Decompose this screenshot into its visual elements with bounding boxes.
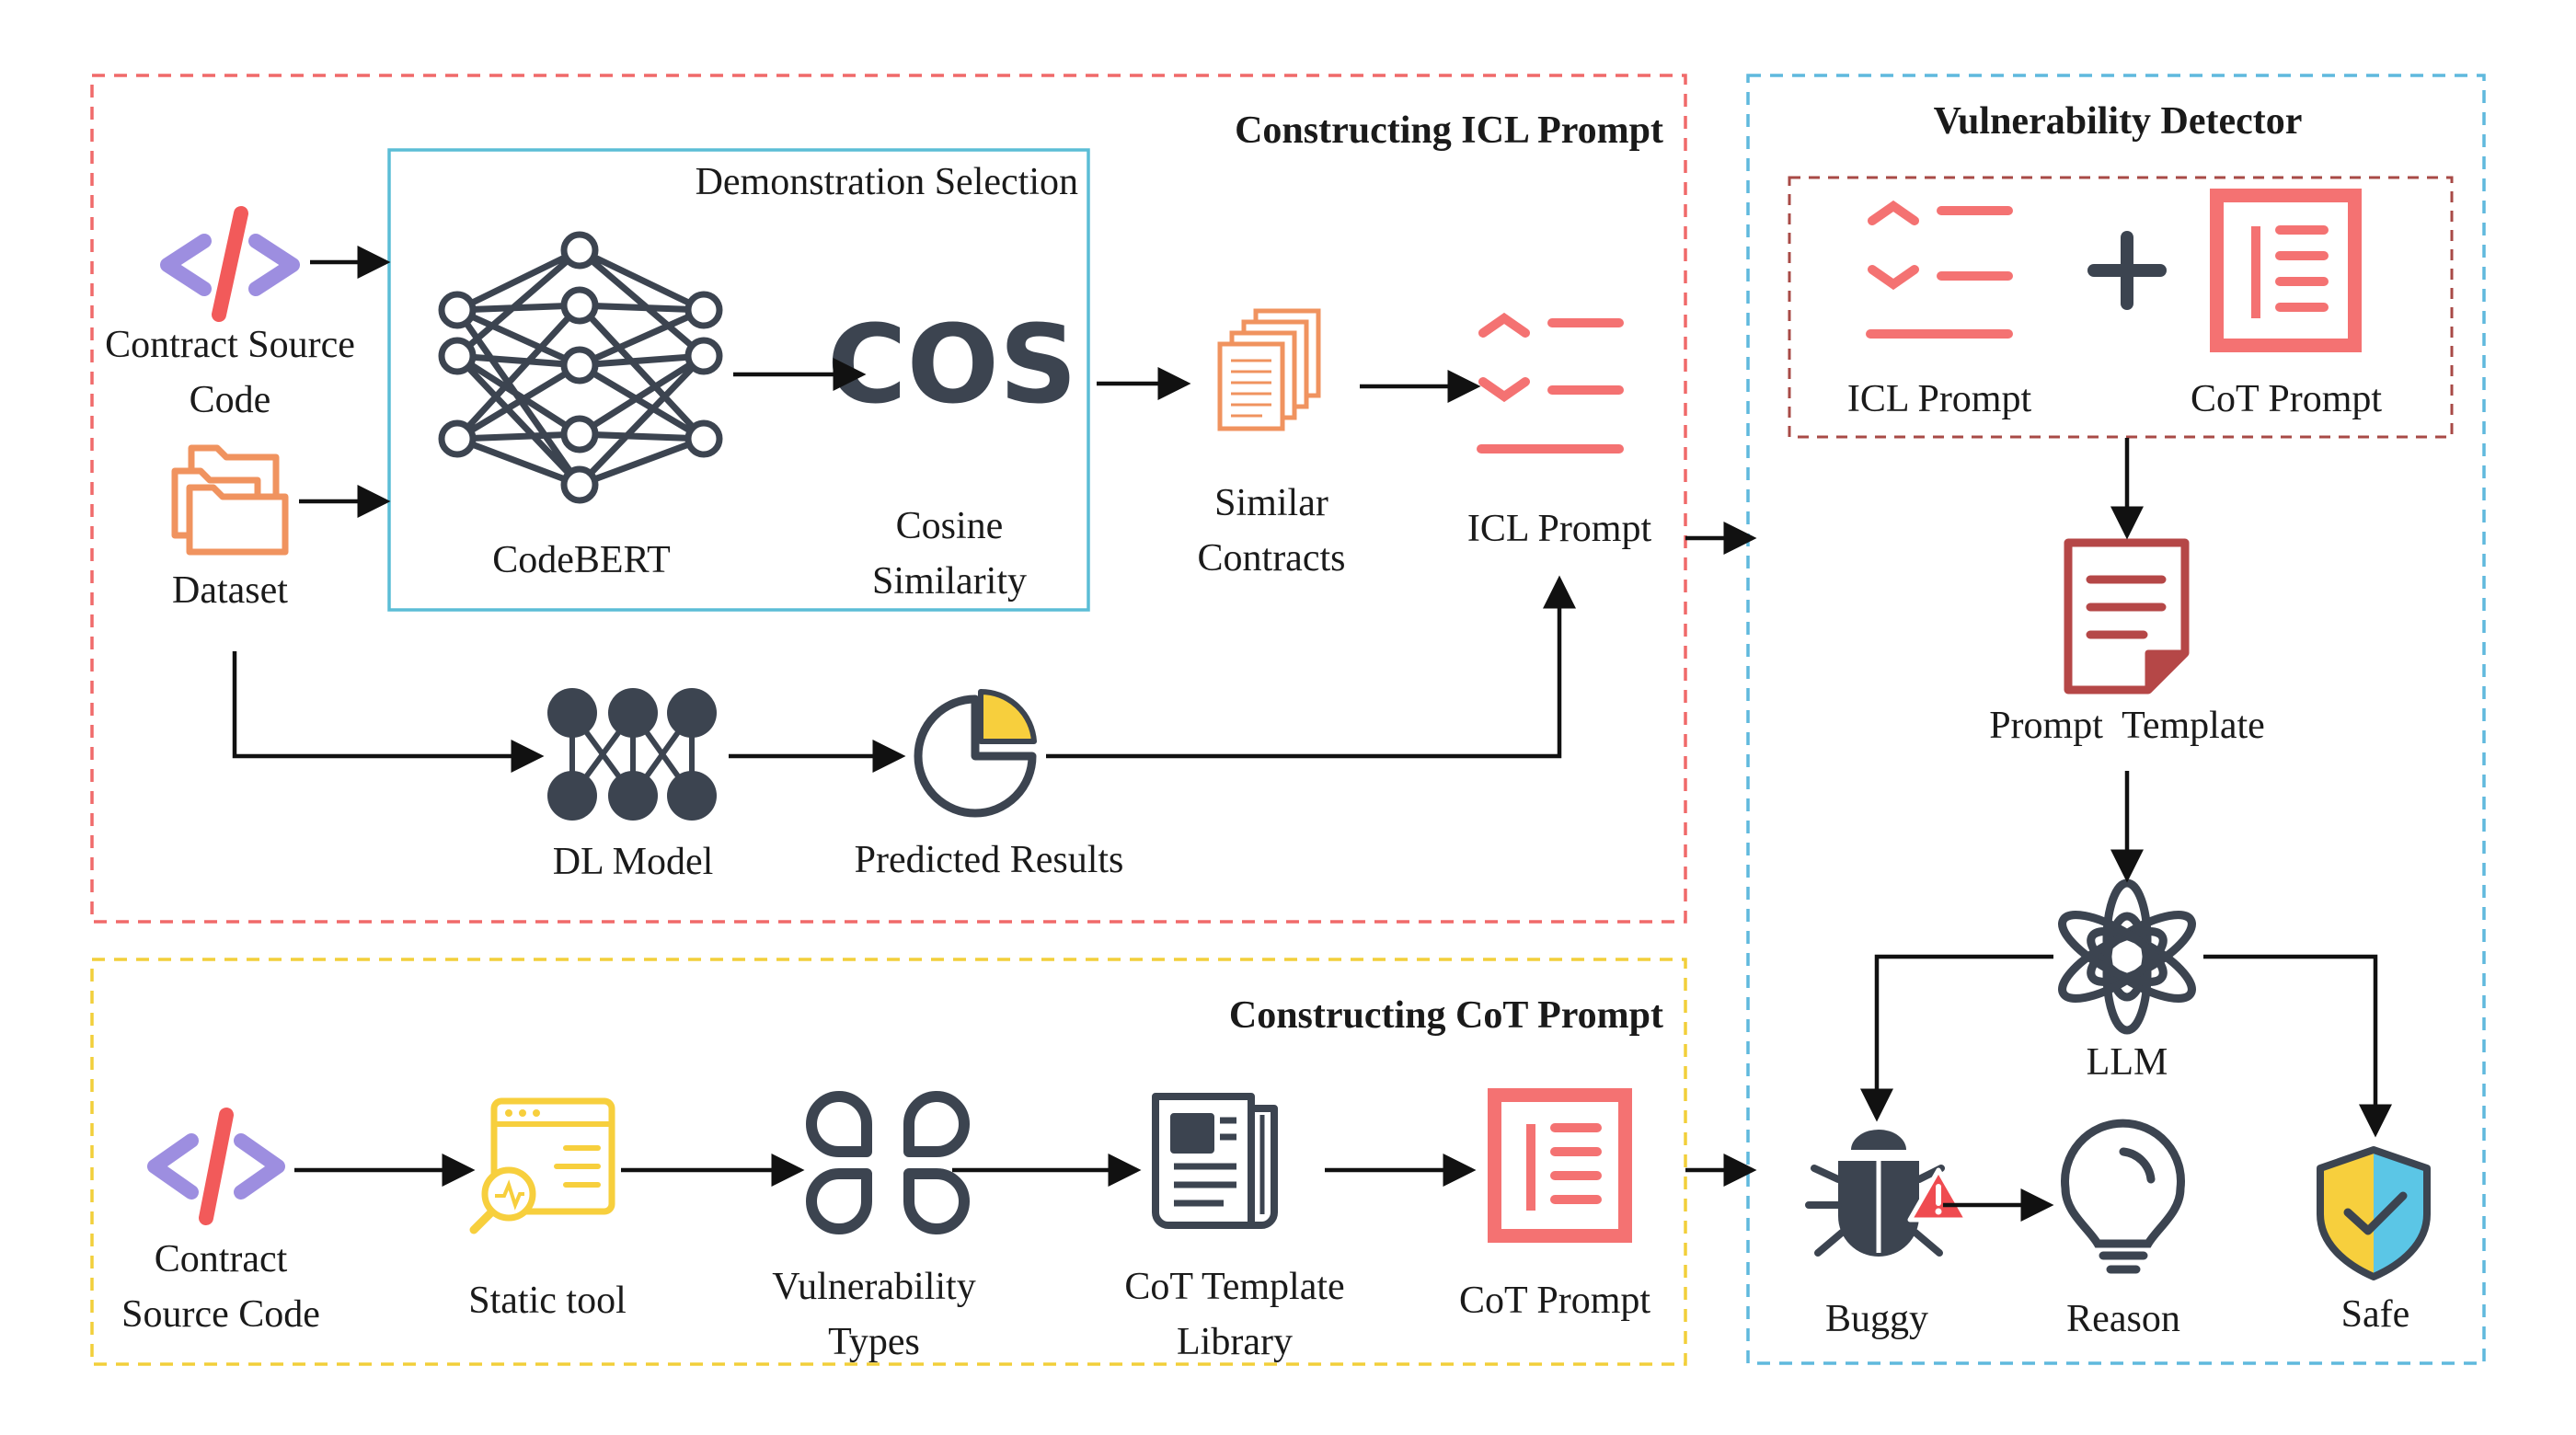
contract-source-code-label-line1: Contract Source [105, 324, 355, 366]
cot-prompt-icon [2210, 189, 2362, 352]
arrow-predicted-to-icl [1046, 575, 1576, 759]
detector-icl-prompt-label: ICL Prompt [1847, 378, 2032, 420]
cot-template-library-label-line1: CoT Template [1124, 1266, 1344, 1308]
llm-icon [2058, 878, 2196, 1035]
safe-label: Safe [2341, 1293, 2410, 1336]
icl-prompt-label: ICL Prompt [1467, 508, 1652, 550]
dl-model-icon [547, 688, 717, 821]
icl-prompt-icon [1866, 200, 2013, 339]
shield-icon [2317, 1146, 2431, 1280]
predicted-results-label: Predicted Results [855, 839, 1124, 881]
dataset-label: Dataset [172, 569, 288, 612]
documents-icon [1217, 308, 1321, 431]
folder-icon [171, 444, 289, 556]
cot-prompt-icon [1488, 1088, 1632, 1243]
cot-template-library-label-line2: Library [1177, 1321, 1293, 1363]
prompt-combination-box [1788, 176, 2454, 439]
vulnerability-types-label-line2: Types [828, 1321, 920, 1363]
prompt-template-icon [2064, 538, 2190, 695]
bug-icon [1805, 1130, 1970, 1257]
icl-prompt-icon [1477, 312, 1624, 453]
demo-box-title: Demonstration Selection [696, 161, 1078, 203]
newspaper-icon [1152, 1093, 1278, 1229]
vulnerability-types-label-line1: Vulnerability [772, 1266, 975, 1308]
contract-source-code-label-line2: Code [190, 379, 271, 421]
cot-contract-label-line1: Contract [155, 1238, 288, 1280]
static-tool-label: Static tool [468, 1280, 627, 1322]
static-tool-icon [469, 1097, 615, 1234]
cot-contract-label-line2: Source Code [121, 1293, 320, 1336]
dl-model-label: DL Model [553, 841, 714, 883]
code-icon [160, 206, 300, 322]
cos-text: COS [827, 301, 1077, 428]
arrow-llm-to-buggy [1860, 954, 2053, 1122]
lightbulb-icon [2061, 1119, 2185, 1274]
cot-prompt-label: CoT Prompt [1459, 1280, 1650, 1322]
prompt-template-label: Prompt Template [1989, 705, 2265, 747]
detector-region-box [1746, 74, 2486, 1365]
cosine-label: Cosine [896, 505, 1004, 547]
pie-chart-icon [914, 688, 1037, 818]
buggy-label: Buggy [1825, 1298, 1928, 1340]
demonstration-selection-box [387, 148, 1090, 612]
plus-icon [2087, 231, 2167, 310]
code-icon [147, 1108, 285, 1225]
neural-network-icon [438, 231, 723, 504]
icl-section-title: Constructing ICL Prompt [1235, 109, 1663, 152]
arrow-dataset-to-dl [232, 651, 545, 773]
detector-cot-prompt-label: CoT Prompt [2191, 378, 2382, 420]
similar-contracts-label-line1: Similar [1214, 482, 1328, 524]
cot-section-title: Constructing CoT Prompt [1229, 994, 1663, 1037]
similarity-label: Similarity [872, 560, 1027, 603]
similar-contracts-label-line2: Contracts [1198, 537, 1346, 580]
codebert-label: CodeBERT [492, 539, 670, 581]
vulnerability-types-icon [806, 1091, 970, 1234]
icl-region-box [90, 74, 1687, 924]
arrow-llm-to-safe [2203, 954, 2392, 1138]
detector-section-title: Vulnerability Detector [1934, 100, 2303, 143]
cot-region-box [90, 958, 1687, 1366]
reason-label: Reason [2066, 1298, 2180, 1340]
llm-label: LLM [2087, 1041, 2168, 1084]
